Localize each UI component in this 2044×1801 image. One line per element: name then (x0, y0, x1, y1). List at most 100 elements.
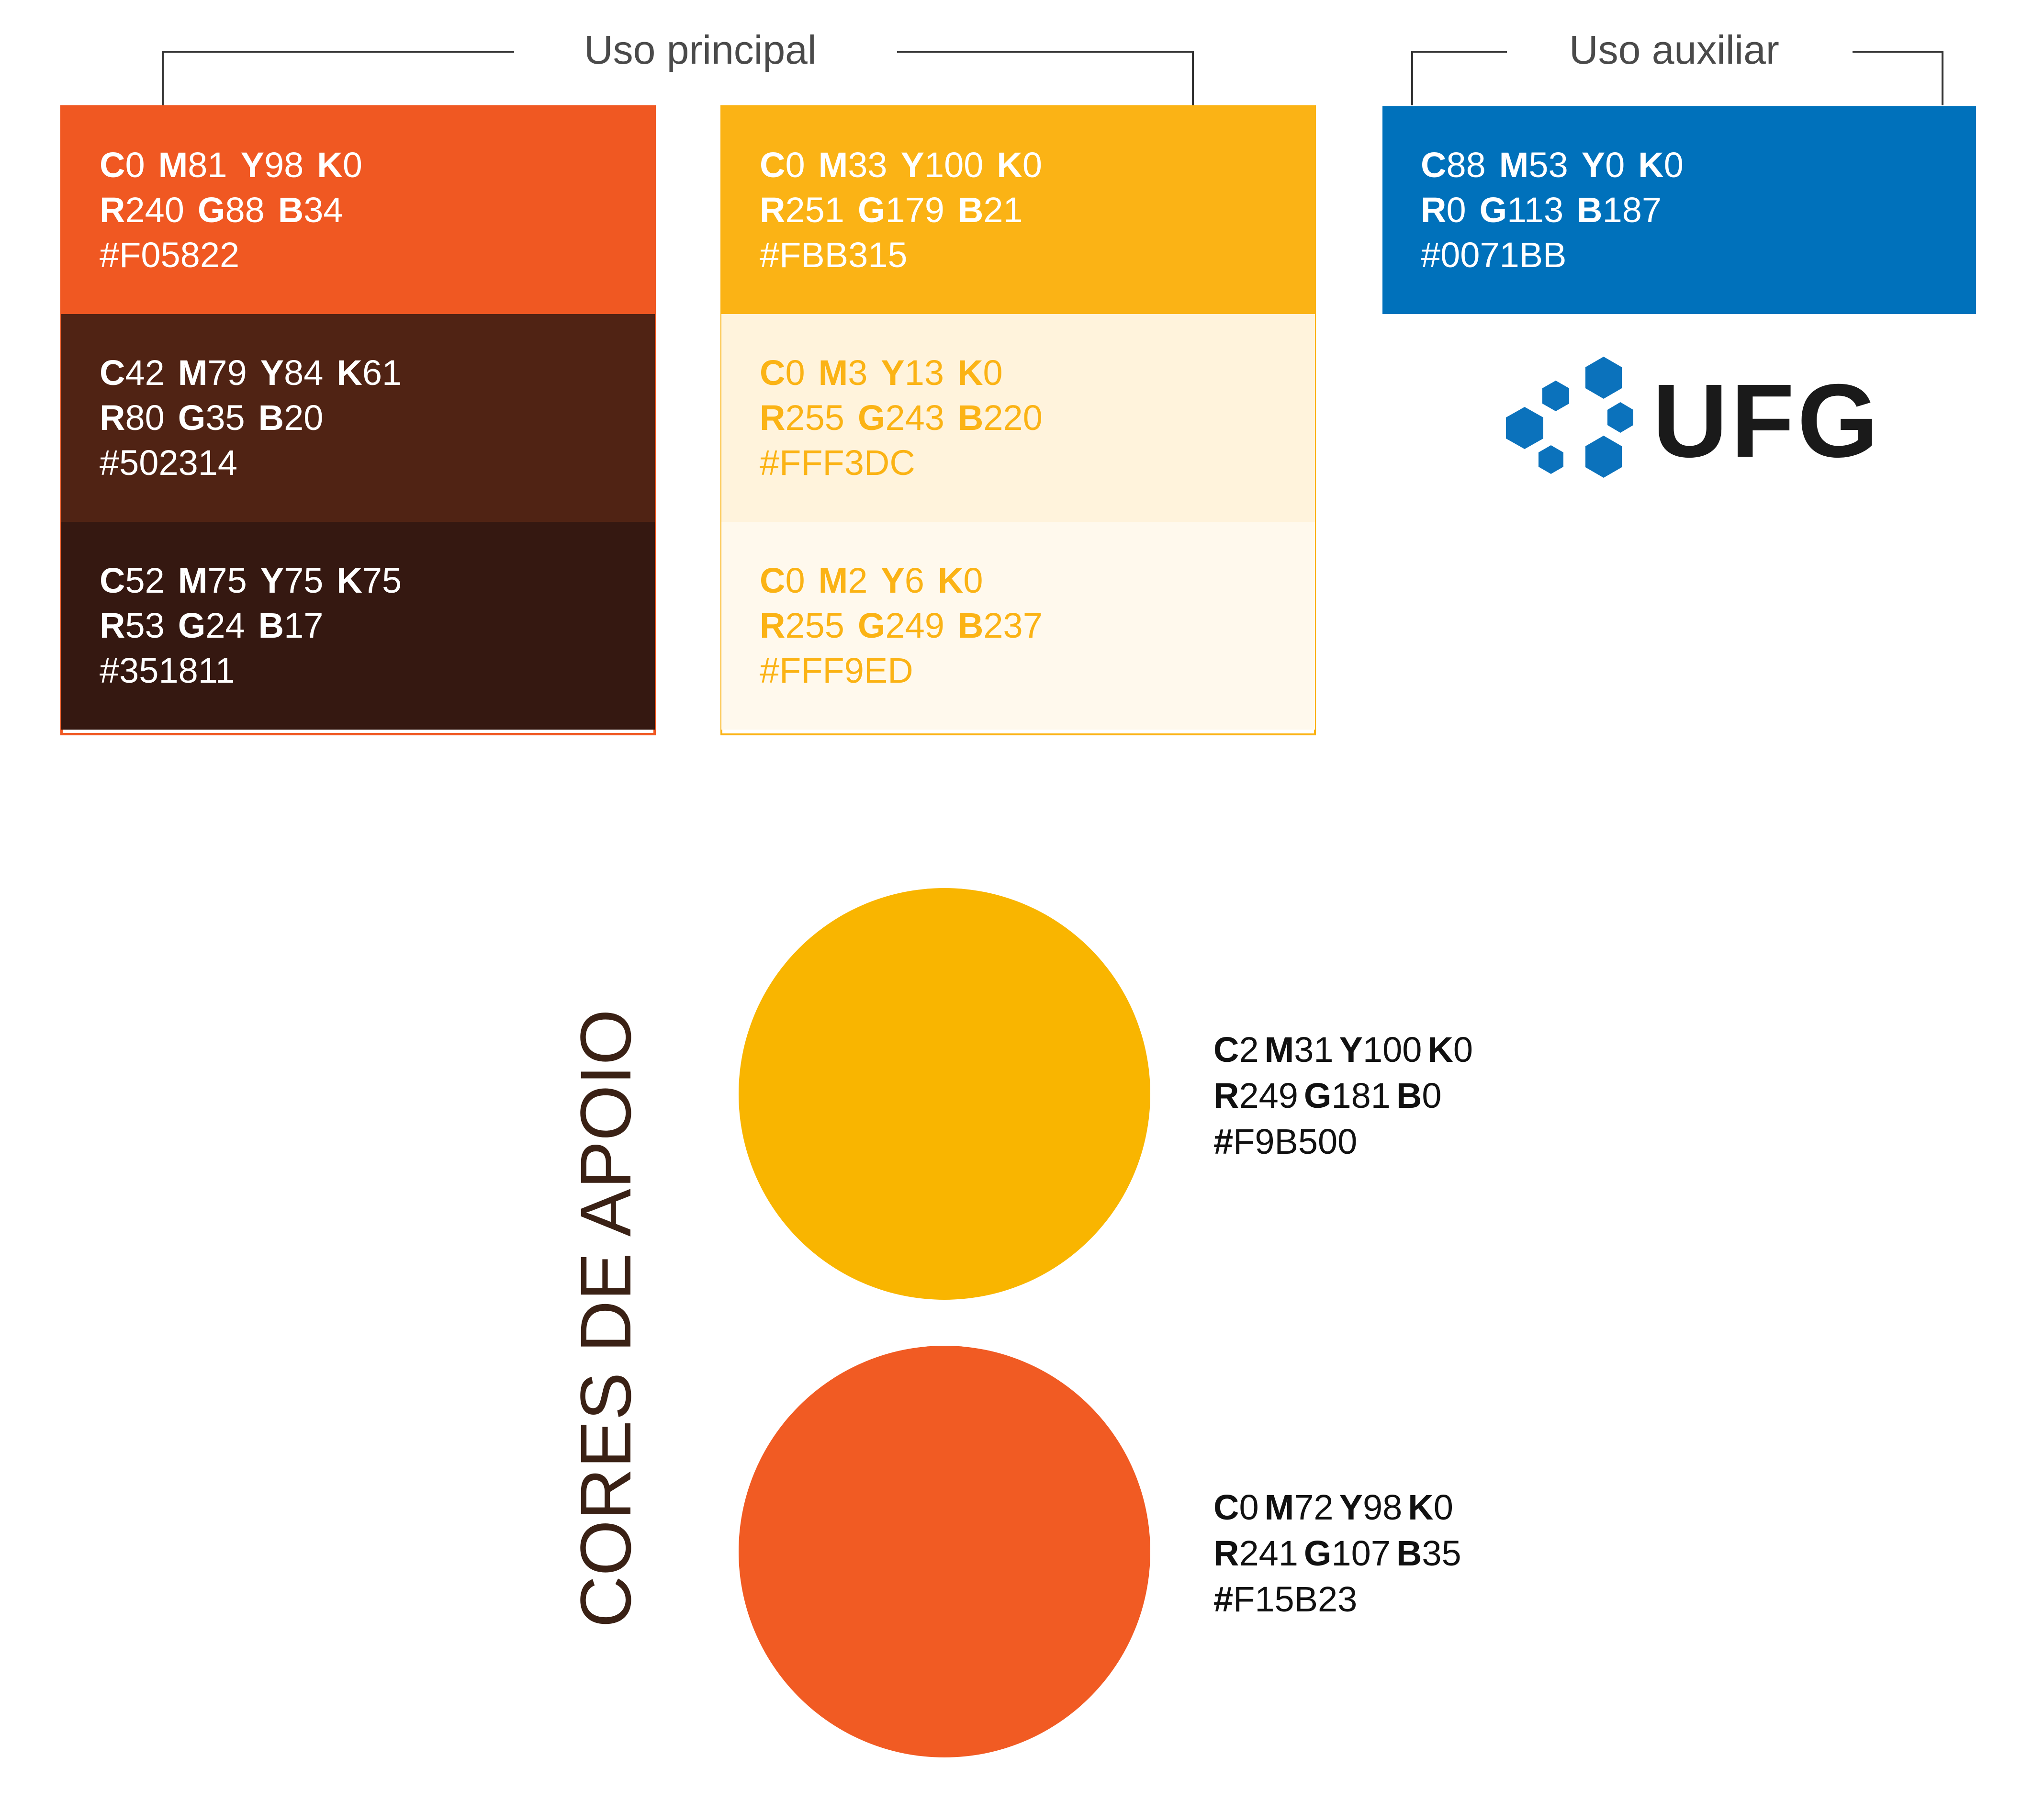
value-b: B220 (957, 398, 1043, 438)
hex-value: #F9B500 (1213, 1122, 1358, 1161)
value-c: C42 (100, 353, 165, 393)
cmyk-values: C42 M79 Y84 K61 (100, 350, 415, 395)
value-c: C0 (760, 145, 805, 185)
value-y: Y100 (1339, 1030, 1422, 1069)
value-m: M31 (1264, 1030, 1334, 1069)
value-r: R249 (1213, 1076, 1298, 1115)
value-g: G243 (857, 398, 944, 438)
value-b: B34 (278, 190, 343, 230)
value-r: R240 (100, 190, 184, 230)
hex-value: #502314 (100, 443, 238, 483)
ufg-logo: UFG (1503, 354, 1878, 484)
value-c: C88 (1421, 145, 1486, 185)
value-m: M79 (178, 353, 247, 393)
rgb-values: R251 G179 B21 (760, 188, 1056, 233)
cores-de-apoio-text: CORES DE APOIO (565, 1009, 646, 1628)
value-y: Y13 (881, 353, 944, 393)
value-y: Y98 (1339, 1487, 1403, 1527)
hex-value: #FBB315 (760, 235, 908, 275)
value-g: G88 (197, 190, 265, 230)
ufg-wordmark: UFG (1652, 363, 1882, 479)
value-g: G249 (857, 606, 944, 645)
value-g: G35 (178, 398, 245, 438)
value-r: R251 (760, 190, 844, 230)
rgb-values: R80 G35 B20 (100, 395, 415, 440)
value-g: G179 (857, 190, 944, 230)
value-m: M72 (1264, 1487, 1334, 1527)
cmyk-values: C0 M2 Y6 K0 (760, 558, 1056, 603)
value-y: Y84 (260, 353, 324, 393)
value-k: K0 (1427, 1030, 1473, 1069)
value-m: M33 (818, 145, 887, 185)
value-k: K75 (337, 561, 402, 600)
cmyk-values: C0 M3 Y13 K0 (760, 350, 1056, 395)
cores-de-apoio-title: CORES DE APOIO (565, 1009, 646, 1628)
value-b: B0 (1396, 1076, 1442, 1115)
hex-value: #0071BB (1421, 235, 1567, 275)
value-r: R255 (760, 606, 844, 645)
value-c: C52 (100, 561, 165, 600)
value-r: R80 (100, 398, 165, 438)
value-b: B20 (258, 398, 324, 438)
cmyk-values: C0 M33 Y100 K0 (760, 143, 1056, 188)
hex-value: #351811 (100, 651, 235, 690)
hex-value: #F05822 (100, 235, 240, 275)
value-m: M75 (178, 561, 247, 600)
cmyk-values: C52 M75 Y75 K75 (100, 558, 415, 603)
value-r: R241 (1213, 1533, 1298, 1573)
value-m: M3 (818, 353, 868, 393)
value-b: B17 (258, 606, 324, 645)
rgb-values: R255 G243 B220 (760, 395, 1056, 440)
value-g: G113 (1479, 190, 1564, 230)
value-g: G107 (1303, 1533, 1391, 1573)
value-k: K0 (937, 561, 983, 600)
value-y: Y75 (260, 561, 324, 600)
value-c: C0 (100, 145, 145, 185)
value-c: C0 (1213, 1487, 1259, 1527)
value-c: C2 (1213, 1030, 1259, 1069)
value-k: K0 (957, 353, 1003, 393)
value-y: Y100 (900, 145, 984, 185)
value-r: R255 (760, 398, 844, 438)
value-y: Y0 (1581, 145, 1625, 185)
value-k: K0 (1408, 1487, 1453, 1527)
value-k: K0 (997, 145, 1043, 185)
value-y: Y6 (881, 561, 924, 600)
support-color-circle-2 (739, 1346, 1150, 1757)
value-m: M53 (1499, 145, 1568, 185)
uso-principal-label: Uso principal (584, 27, 817, 72)
value-g: G24 (178, 606, 245, 645)
cmyk-values: C88 M53 Y0 K0 (1421, 143, 1697, 188)
value-r: R0 (1421, 190, 1466, 230)
value-m: M2 (818, 561, 868, 600)
value-c: C0 (760, 561, 805, 600)
hexagon-cluster-icon (1506, 357, 1633, 478)
value-k: K61 (337, 353, 402, 393)
rgb-values: R255 G249 B237 (760, 603, 1056, 648)
value-b: B21 (957, 190, 1023, 230)
uso-auxiliar-label: Uso auxiliar (1569, 27, 1779, 72)
rgb-values: R240 G88 B34 (100, 188, 376, 233)
value-c: C0 (760, 353, 805, 393)
value-m: M81 (158, 145, 227, 185)
hex-value: #F15B23 (1213, 1579, 1358, 1619)
value-k: K0 (1638, 145, 1684, 185)
value-b: B237 (957, 606, 1043, 645)
support-color-circle-1 (739, 888, 1150, 1300)
value-k: K0 (317, 145, 362, 185)
